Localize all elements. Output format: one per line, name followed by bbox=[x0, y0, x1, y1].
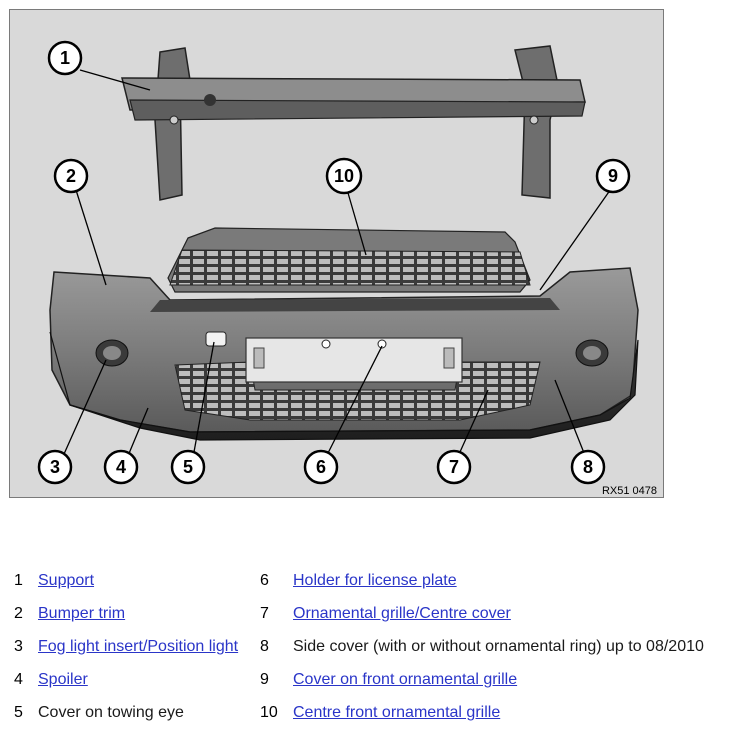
svg-text:10: 10 bbox=[334, 166, 354, 186]
callout-7: 7 bbox=[436, 449, 472, 485]
svg-text:5: 5 bbox=[183, 457, 193, 477]
callout-10: 10 bbox=[325, 157, 363, 195]
legend-link-centre-grille[interactable]: Centre front ornamental grille bbox=[293, 704, 501, 721]
support-beam bbox=[121, 45, 586, 201]
legend-label-towing-eye: Cover on towing eye bbox=[38, 704, 184, 721]
callout-5: 5 bbox=[170, 449, 206, 485]
svg-text:8: 8 bbox=[583, 457, 593, 477]
bumper-illustration: 1 2 10 9 3 4 5 6 7 8 bbox=[37, 40, 639, 485]
svg-text:4: 4 bbox=[116, 457, 126, 477]
figure-code: RX51 0478 bbox=[599, 485, 659, 497]
callout-6: 6 bbox=[303, 449, 339, 485]
legend-link-grille-cover[interactable]: Cover on front ornamental grille bbox=[293, 671, 518, 688]
svg-text:7: 7 bbox=[449, 457, 459, 477]
legend-link-support[interactable]: Support bbox=[38, 572, 95, 589]
svg-text:1: 1 bbox=[60, 48, 70, 68]
svg-text:3: 3 bbox=[50, 457, 60, 477]
svg-text:6: 6 bbox=[316, 457, 326, 477]
leader-lines bbox=[59, 69, 614, 464]
parts-diagram: 1 2 10 9 3 4 5 6 7 8 RX51 0478 bbox=[9, 9, 664, 498]
centre-grille bbox=[167, 227, 531, 293]
towing-eye-cover bbox=[205, 331, 227, 347]
legend-link-ornamental-grille[interactable]: Ornamental grille/Centre cover bbox=[293, 605, 511, 622]
spoiler bbox=[49, 331, 639, 441]
license-plate-holder bbox=[245, 337, 463, 383]
legend-link-license-holder[interactable]: Holder for license plate bbox=[293, 572, 457, 589]
callout-2: 2 bbox=[53, 158, 89, 194]
callout-8: 8 bbox=[570, 449, 606, 485]
legend-link-fog-light[interactable]: Fog light insert/Position light bbox=[38, 638, 239, 655]
callout-9: 9 bbox=[595, 158, 631, 194]
svg-text:2: 2 bbox=[66, 166, 76, 186]
legend-label-side-cover: Side cover (with or without ornamental r… bbox=[293, 638, 704, 655]
svg-text:9: 9 bbox=[608, 166, 618, 186]
legend-link-bumper-trim[interactable]: Bumper trim bbox=[38, 605, 126, 622]
callout-3: 3 bbox=[37, 449, 73, 485]
callout-1: 1 bbox=[47, 40, 83, 76]
legend-link-spoiler[interactable]: Spoiler bbox=[38, 671, 88, 688]
callout-4: 4 bbox=[103, 449, 139, 485]
